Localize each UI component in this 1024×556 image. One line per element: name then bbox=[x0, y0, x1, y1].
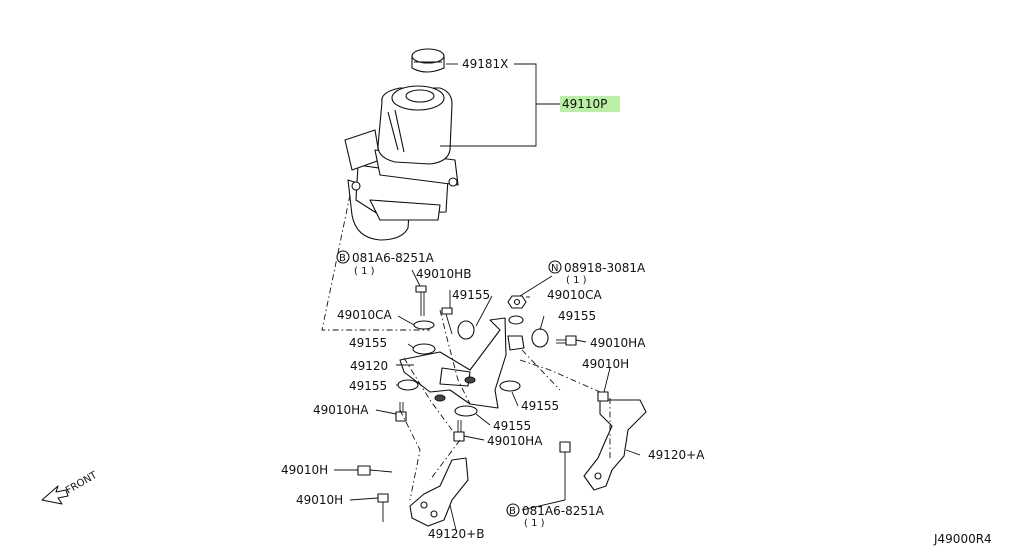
highlight-box bbox=[560, 96, 620, 112]
diagram-id: J49000R4 bbox=[933, 532, 992, 546]
bolt-h-1[interactable] bbox=[357, 465, 393, 476]
label-49010ca-right[interactable]: 49010CA bbox=[547, 288, 603, 302]
label-49120a[interactable]: 49120+A bbox=[648, 448, 705, 462]
label-49120b[interactable]: 49120+B bbox=[428, 527, 484, 541]
label-49010ha-left[interactable]: 49010HA bbox=[313, 403, 369, 417]
label-49155-left[interactable]: 49155 bbox=[349, 379, 387, 393]
main-bracket[interactable] bbox=[399, 317, 507, 409]
reservoir-cap[interactable] bbox=[411, 48, 445, 73]
label-49010h-1[interactable]: 49010H bbox=[281, 463, 328, 477]
front-label: FRONT bbox=[64, 470, 100, 497]
callout-labels: 49181X 49110P B 081A6-8251A ( 1 ) 49010H… bbox=[281, 57, 705, 541]
arrow-icon bbox=[41, 485, 69, 505]
assembly-lines bbox=[321, 194, 611, 501]
label-49155-lower[interactable]: 49155 bbox=[493, 419, 531, 433]
label-49155-mid[interactable]: 49155 bbox=[349, 336, 387, 350]
qty-08918: ( 1 ) bbox=[566, 275, 587, 286]
b-marker-bottom: B bbox=[509, 506, 516, 517]
front-indicator: FRONT bbox=[41, 470, 100, 505]
bracket-a[interactable] bbox=[583, 399, 647, 491]
label-49181x[interactable]: 49181X bbox=[462, 57, 508, 71]
n-marker: N bbox=[551, 263, 558, 274]
bolt-ha-lower[interactable] bbox=[453, 420, 465, 442]
label-49155-right[interactable]: 49155 bbox=[558, 309, 596, 323]
label-081a6-bottom[interactable]: 081A6-8251A bbox=[522, 504, 605, 518]
leader-lines bbox=[334, 63, 641, 531]
bracket-b[interactable] bbox=[409, 457, 469, 527]
label-49010h-right[interactable]: 49010H bbox=[582, 357, 629, 371]
bolt-h-2[interactable] bbox=[377, 493, 389, 522]
label-49120[interactable]: 49120 bbox=[350, 359, 388, 373]
label-49155-lower-right[interactable]: 49155 bbox=[521, 399, 559, 413]
b-marker-icon-bottom bbox=[506, 503, 520, 517]
label-49010h-2[interactable]: 49010H bbox=[296, 493, 343, 507]
insulator-set[interactable] bbox=[397, 315, 549, 417]
bolt-h-right[interactable] bbox=[597, 391, 609, 402]
bolt-hb[interactable] bbox=[415, 285, 427, 316]
label-49010hb[interactable]: 49010HB bbox=[416, 267, 471, 281]
label-081a6-top[interactable]: 081A6-8251A bbox=[352, 251, 435, 265]
power-steering-pump-assembly[interactable] bbox=[344, 48, 459, 241]
label-49010ha-right[interactable]: 49010HA bbox=[590, 336, 646, 350]
label-49010ca-left[interactable]: 49010CA bbox=[337, 308, 393, 322]
label-08918[interactable]: 08918-3081A bbox=[564, 261, 646, 275]
bolt-ha-right[interactable] bbox=[556, 335, 577, 346]
label-49010ha-lower[interactable]: 49010HA bbox=[487, 434, 543, 448]
bolt-hb-2[interactable] bbox=[441, 307, 453, 335]
n-marker-icon bbox=[548, 260, 562, 274]
qty-081a6-top: ( 1 ) bbox=[354, 266, 375, 277]
label-49155-top[interactable]: 49155 bbox=[452, 288, 490, 302]
bolt-b-bottom[interactable] bbox=[559, 441, 571, 500]
b-marker-icon bbox=[336, 250, 350, 264]
qty-081a6-bottom: ( 1 ) bbox=[524, 518, 545, 529]
nut-right[interactable] bbox=[507, 295, 527, 309]
label-49110p[interactable]: 49110P bbox=[562, 97, 607, 111]
b-marker-top: B bbox=[339, 253, 346, 264]
